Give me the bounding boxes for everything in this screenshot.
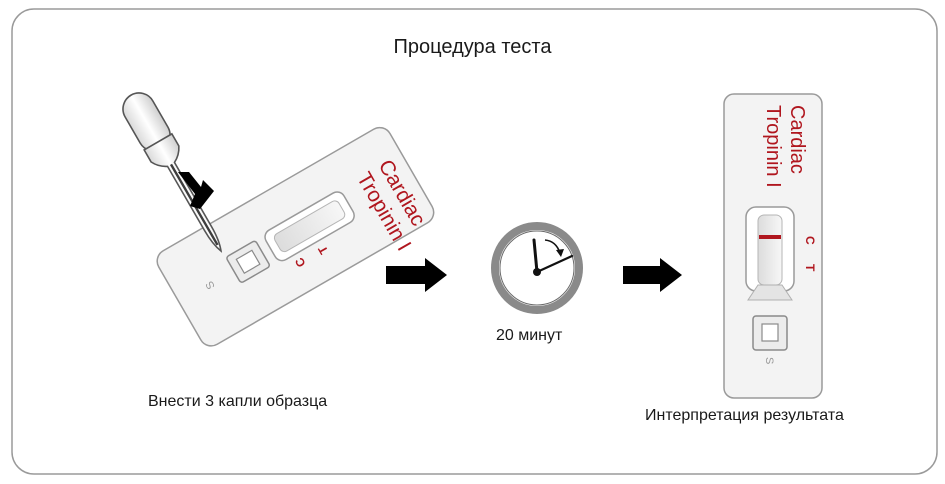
clock-icon	[491, 222, 583, 314]
result-window-inner	[273, 200, 346, 253]
step-caption-apply-sample: Внести 3 капли образца	[148, 393, 328, 410]
sample-mark: S	[763, 357, 775, 364]
control-line	[759, 235, 781, 239]
brand-line2: Tropinin I	[762, 105, 784, 188]
pad-funnel	[747, 284, 793, 301]
step-caption-interpret: Интерпретация результата	[645, 407, 844, 424]
cassette-right: Cardiac Tropinin I C T S	[723, 93, 823, 399]
brand-line1: Cardiac	[786, 105, 808, 174]
sample-well-inner	[235, 249, 261, 275]
step-caption-wait: 20 минут	[496, 327, 563, 344]
arrow-right-icon	[623, 258, 682, 292]
result-window-inner	[757, 214, 783, 286]
dropper-icon	[122, 92, 223, 253]
test-mark: T	[803, 264, 817, 272]
diagram-frame	[11, 8, 938, 475]
arrow-right-icon	[386, 258, 447, 292]
sample-well-inner	[761, 323, 779, 342]
cassette-left: S C T Cardiac Tropinin I	[156, 126, 435, 347]
control-mark: C	[803, 236, 817, 245]
diagram-title: Процедура теста	[393, 36, 552, 58]
drop-arrow-icon	[178, 172, 214, 209]
